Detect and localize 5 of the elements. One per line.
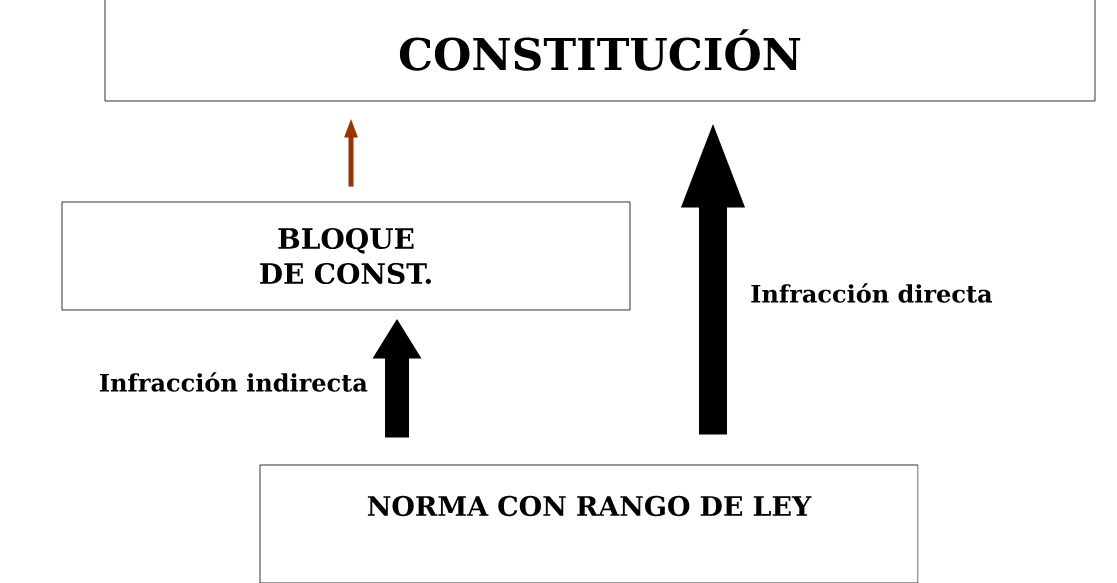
text-box: NORMA CON RANGO DE LEY xyxy=(259,464,919,583)
text-box: BLOQUE DE CONST. xyxy=(61,201,631,311)
edge-label: Infracción directa xyxy=(751,283,993,303)
edge-label: Infracción indirecta xyxy=(99,372,368,392)
text-box: CONSTITUCIÓN xyxy=(104,0,1096,102)
